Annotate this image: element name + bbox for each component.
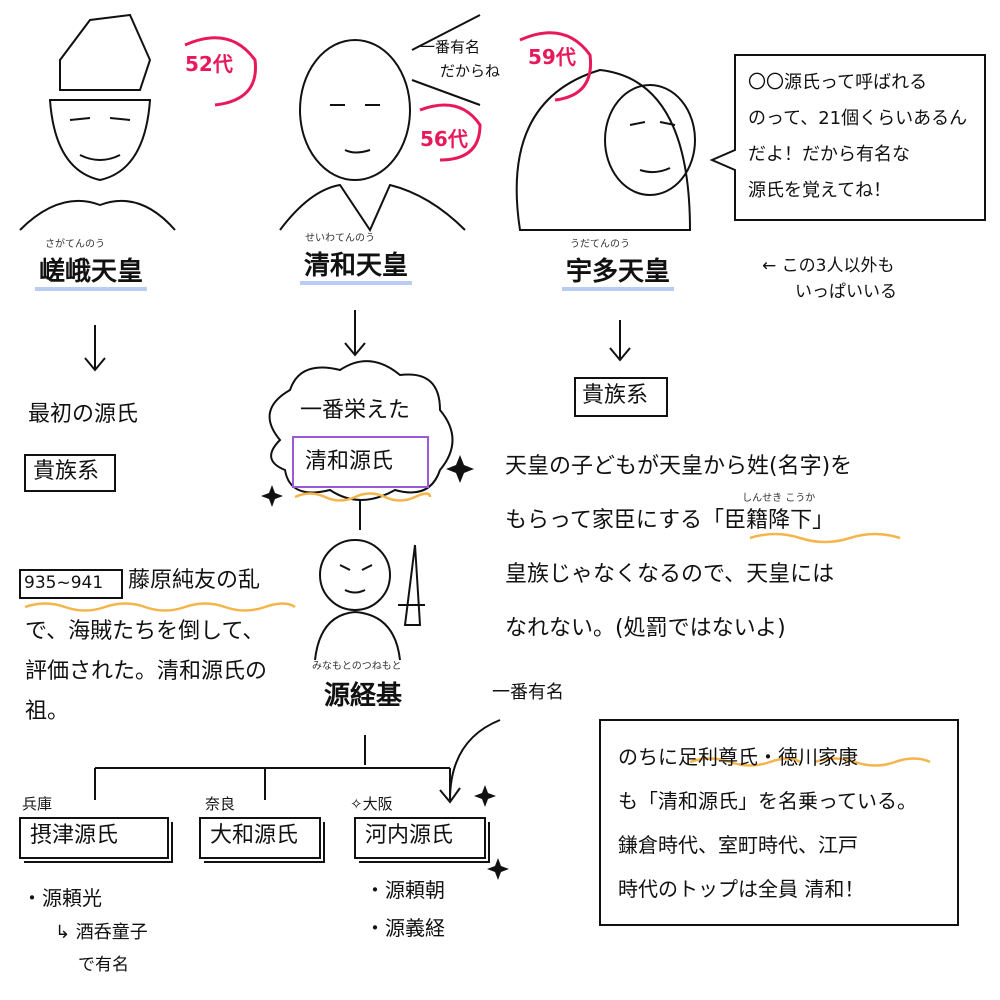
explanation-line: なれない。(処罰ではないよ) — [505, 616, 786, 641]
rebellion-line: で、海賊たちを倒して、 — [25, 619, 265, 644]
clan-member: ・源頼光 — [22, 886, 102, 910]
rebellion-line: 評価された。清和源氏の — [25, 659, 268, 684]
uda-portrait — [515, 68, 696, 231]
others-note-1: ← この3人以外も — [762, 256, 895, 276]
later-note: のちに足利尊氏・徳川家康 も「清和源氏」を名乗っている。 鎌倉時代、室町時代、江… — [618, 735, 917, 911]
others-note-2: いっぱいいる — [795, 282, 897, 302]
tsunemoto-name: 源経基 — [324, 681, 403, 711]
speech-bubble: 〇〇源氏って呼ばれる のって、21個くらいあるん だよ！だから有名な 源氏を覚え… — [748, 65, 967, 209]
clan-region: 奈良 — [205, 795, 236, 813]
clan-name: 大和源氏 — [210, 823, 299, 848]
later-note-line: のちに足利尊氏・徳川家康 — [618, 745, 858, 769]
seiwa-name: 清和天皇 — [300, 252, 413, 285]
later-note-line: 鎌倉時代、室町時代、江戸 — [618, 833, 858, 857]
most-famous-label: 一番有名 — [492, 682, 564, 703]
speech-line: のって、21個くらいあるん — [748, 108, 968, 129]
seiwa-ruby: せいわてんのう — [305, 233, 375, 244]
saga-noble-label: 貴族系 — [33, 459, 100, 484]
first-genji-label: 最初の源氏 — [28, 402, 139, 427]
saga-portrait — [19, 13, 176, 231]
later-note-line: 時代のトップは全員 清和！ — [618, 877, 865, 901]
uda-name: 宇多天皇 — [562, 258, 675, 291]
term-ruby: しんせき こうか — [742, 493, 816, 504]
uda-noble-label: 貴族系 — [582, 383, 649, 408]
clan-note: で有名 — [78, 955, 129, 975]
clan-name: 摂津源氏 — [30, 823, 119, 848]
clan-name: 河内源氏 — [365, 823, 454, 848]
speech-line: 〇〇源氏って呼ばれる — [748, 72, 928, 93]
saga-ruby: さがてんのう — [45, 239, 105, 250]
cloud-label: 一番栄えた — [300, 398, 411, 423]
rebellion-line: 祖。 — [25, 699, 70, 724]
clan-member: ・源義経 — [365, 916, 445, 940]
explanation-line: もらって家臣にする — [505, 508, 703, 533]
rebellion-title: 藤原純友の乱 — [128, 568, 261, 593]
explanation-line: 天皇の子どもが天皇から姓(名字)を — [505, 454, 853, 479]
rebellion-text: で、海賊たちを倒して、 評価された。清和源氏の 祖。 — [25, 612, 267, 732]
uda-generation: 59代 — [528, 45, 576, 69]
speech-line: 源氏を覚えてね！ — [748, 180, 892, 201]
explanation-line: 皇族じゃなくなるので、天皇には — [505, 562, 835, 587]
rebellion-years: 935~941 — [24, 573, 104, 593]
saga-name: 嵯峨天皇 — [35, 258, 148, 291]
term: しんせき こうか「臣籍降下」 — [702, 494, 835, 534]
clan-region: ✧大阪 — [350, 795, 393, 813]
later-note-line: も「清和源氏」を名乗っている。 — [618, 789, 917, 813]
seiwa-genji-box: 清和源氏 — [305, 449, 394, 474]
uda-ruby: うだてんのう — [570, 239, 630, 250]
term-text: 「臣籍降下」 — [702, 508, 835, 533]
seiwa-note-2: だからね — [440, 62, 501, 80]
seiwa-portrait — [279, 39, 466, 233]
clan-note: ↳ 酒呑童子 — [55, 922, 148, 943]
seiwa-note-1: 一番有名 — [420, 38, 481, 56]
clan-region: 兵庫 — [22, 795, 53, 813]
sparkles — [261, 455, 509, 880]
tsunemoto-ruby: みなもとのつねもと — [312, 661, 402, 672]
seiwa-generation: 56代 — [420, 127, 468, 151]
speech-line: だよ！だから有名な — [748, 144, 910, 165]
explanation: 天皇の子どもが天皇から姓(名字)を もらって家臣にするしんせき こうか「臣籍降下… — [505, 440, 852, 656]
saga-generation: 52代 — [185, 52, 233, 76]
tsunemoto-figure — [314, 539, 425, 661]
clan-member: ・源頼朝 — [365, 878, 445, 902]
